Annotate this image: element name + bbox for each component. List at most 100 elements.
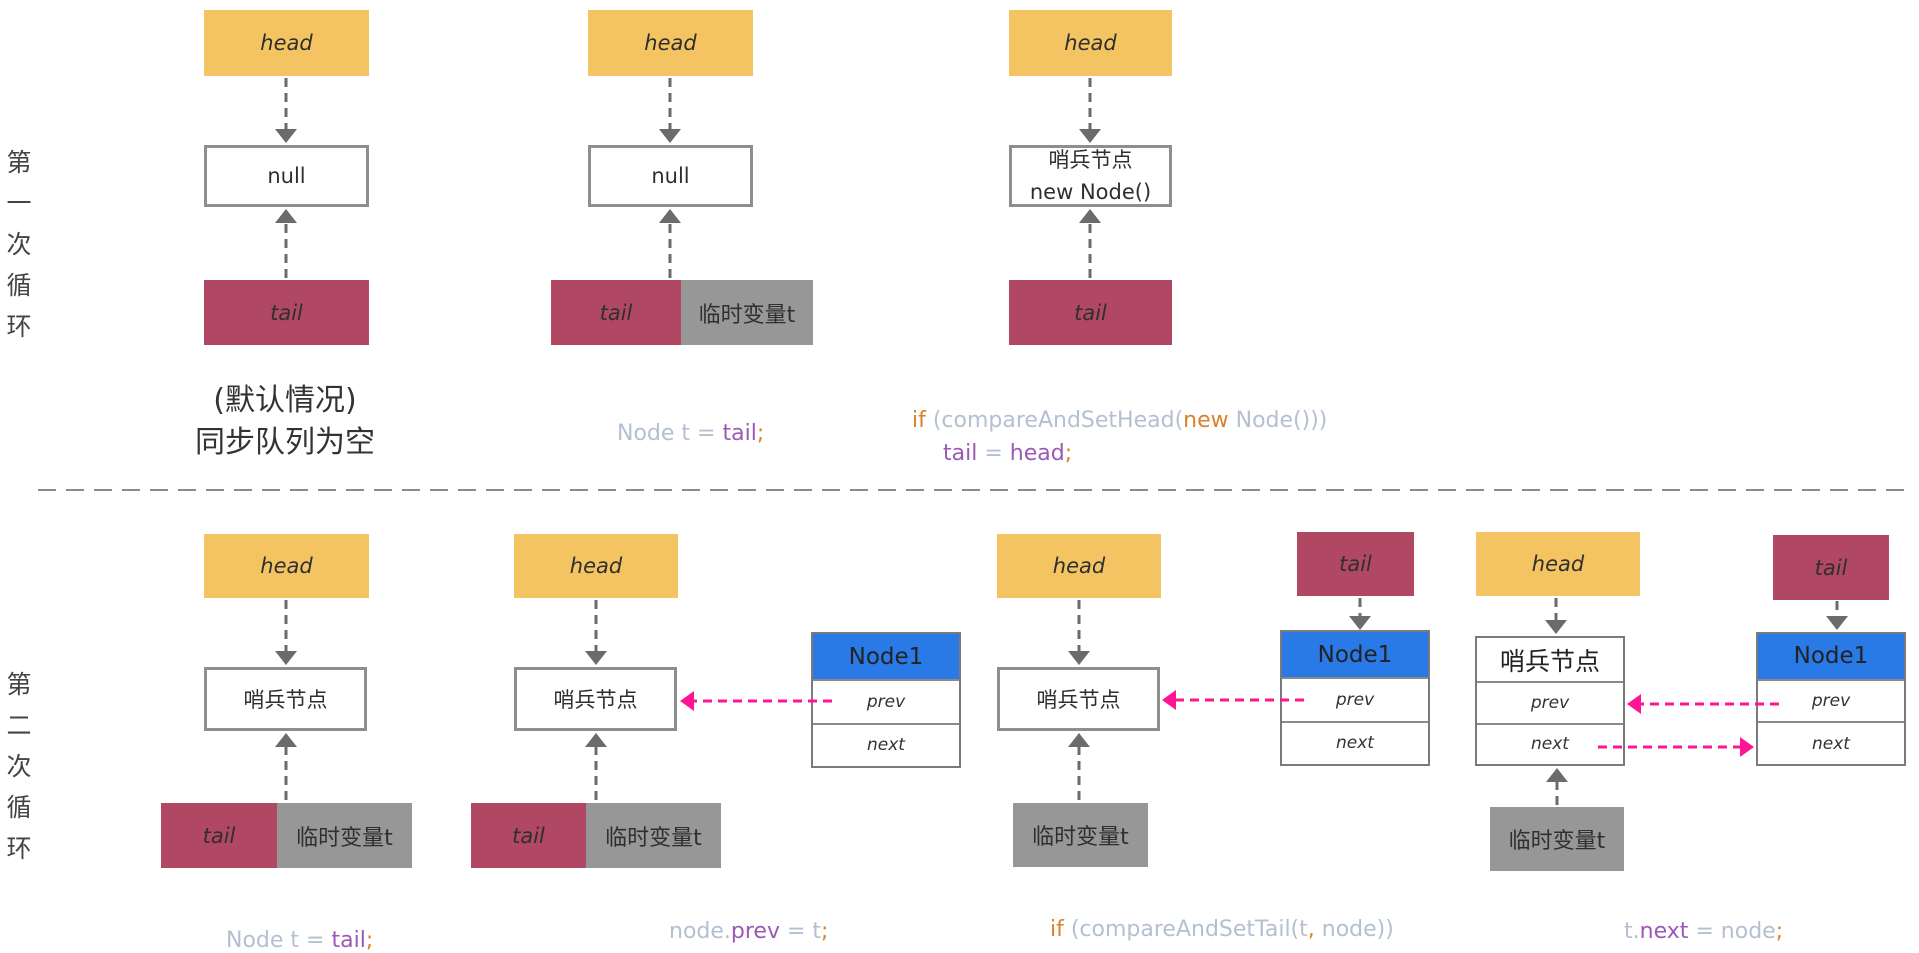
tail-pointer: tail [1009,280,1172,345]
default-state-caption: (默认情况) 同步队列为空 [170,380,400,464]
arrow-head-icon [585,733,607,747]
side-char: 环 [6,312,32,341]
arrow-head-icon [1826,616,1848,630]
sentinel-node: 哨兵节点 [204,667,367,731]
temp-label: 临时变量t [1508,829,1606,854]
side-char: 二 [6,711,32,740]
side-char: 循 [6,793,32,822]
code-compare-and-set-tail: if (compareAndSetTail(t, node)) [1036,892,1394,942]
caption-line: (默认情况) [213,383,357,418]
arrow-head-icon [1079,209,1101,223]
node1-header: Node1 [1282,632,1428,680]
tail-pointer: tail [1773,535,1889,600]
code-node-t-eq-tail: Node t = tail; [212,903,373,953]
tail-label: tail [599,300,633,325]
arrow-head-icon [1627,694,1641,714]
code-text: (compareAndSetHead( [925,408,1184,433]
head-label: head [1531,552,1585,576]
sentinel-header: 哨兵节点 [1477,638,1623,684]
temp-variable-t: 临时变量t [681,280,813,345]
tail-pointer: tail [551,280,681,345]
node1: Node1 prev next [1756,632,1906,766]
arrow-head-icon [680,691,694,711]
node1-header: Node1 [1758,634,1904,681]
code-semi: ; [756,421,765,446]
code-t-next-eq-node: t.next = node; [1610,894,1783,944]
tail-pointer: tail [471,803,586,868]
sentinel-label: 哨兵节点 [243,688,328,712]
temp-variable-t: 临时变量t [277,803,412,868]
code-tail-eq-head: tail = head; [929,416,1072,466]
node1-next-field: next [1812,733,1850,754]
head-label: head [260,31,313,55]
code-var: head [1009,441,1065,466]
null-node: null [588,145,753,207]
temp-variable-t: 临时变量t [1490,807,1624,871]
head-pointer: head [588,10,753,76]
head-label: head [644,31,697,55]
arrow-head-icon [1546,768,1568,782]
arrow-head-icon [275,733,297,747]
arrow-head-icon [1079,129,1101,143]
code-text: (compareAndSetTail(t [1063,917,1308,942]
code-semi: ; [365,928,374,953]
sentinel-label: 哨兵节点 [1036,688,1121,712]
arrow-head-icon [1349,616,1371,630]
sentinel-label: 哨兵节点 [553,688,638,712]
head-label: head [569,554,623,578]
tail-label: tail [1814,555,1848,580]
node1-prev-field: prev [1282,679,1428,723]
temp-variable-t: 临时变量t [1013,803,1148,867]
head-pointer: head [1009,10,1172,76]
code-var: next [1639,919,1689,944]
temp-label: 临时变量t [698,302,796,328]
code-text: Node())) [1228,408,1328,433]
code-keyword: new [1183,408,1229,433]
sentinel-node: 哨兵节点 new Node() [1009,145,1172,207]
tail-label: tail [512,823,545,848]
temp-label: 临时变量t [1032,825,1129,850]
code-compare-and-set-head: if (compareAndSetHead(new Node())) [898,383,1327,433]
head-pointer: head [204,10,369,76]
tail-label: tail [1074,300,1107,325]
tail-pointer: tail [1297,532,1414,596]
sentinel-label: 哨兵节点 [1048,148,1133,172]
code-node-prev-eq-t: node.prev = t; [655,894,828,944]
code-node-t-eq-tail: Node t = tail; [603,396,764,446]
node1: Node1 prev next [1280,630,1430,766]
arrow-head-icon [275,129,297,143]
node1-prev-field: prev [1758,681,1904,724]
head-label: head [260,554,313,578]
code-var: prev [730,919,780,944]
sentinel-node: 哨兵节点 prev next [1475,636,1625,766]
code-semi: ; [1064,441,1073,466]
null-label: null [267,164,306,188]
arrow-head-icon [659,129,681,143]
code-text: node. [669,919,731,944]
code-semi: ; [821,919,829,944]
null-node: null [204,145,369,207]
node1-next-field: next [867,735,905,756]
code-keyword: if [1050,917,1064,942]
arrow-head-icon [275,209,297,223]
temp-label: 临时变量t [296,825,393,851]
temp-label: 临时变量t [605,825,702,851]
arrow-head-icon [275,651,297,665]
code-var: tail [943,441,978,466]
temp-variable-t: 临时变量t [586,803,721,868]
side-char: 循 [6,271,32,300]
sentinel-node: 哨兵节点 [997,667,1160,731]
code-text: t. [1624,919,1640,944]
code-text: = node [1688,919,1776,944]
code-keyword: if [912,408,926,433]
arrow-head-icon [1545,620,1567,634]
head-label: head [1064,31,1117,55]
side-char: 第 [6,670,32,699]
node1-next-field: next [1336,733,1374,754]
code-comma: , [1307,917,1315,942]
arrow-head-icon [1740,737,1754,757]
arrow-head-icon [1068,651,1090,665]
arrow-head-icon [585,651,607,665]
side-char: 次 [6,230,32,259]
code-text: Node t = [226,928,332,953]
